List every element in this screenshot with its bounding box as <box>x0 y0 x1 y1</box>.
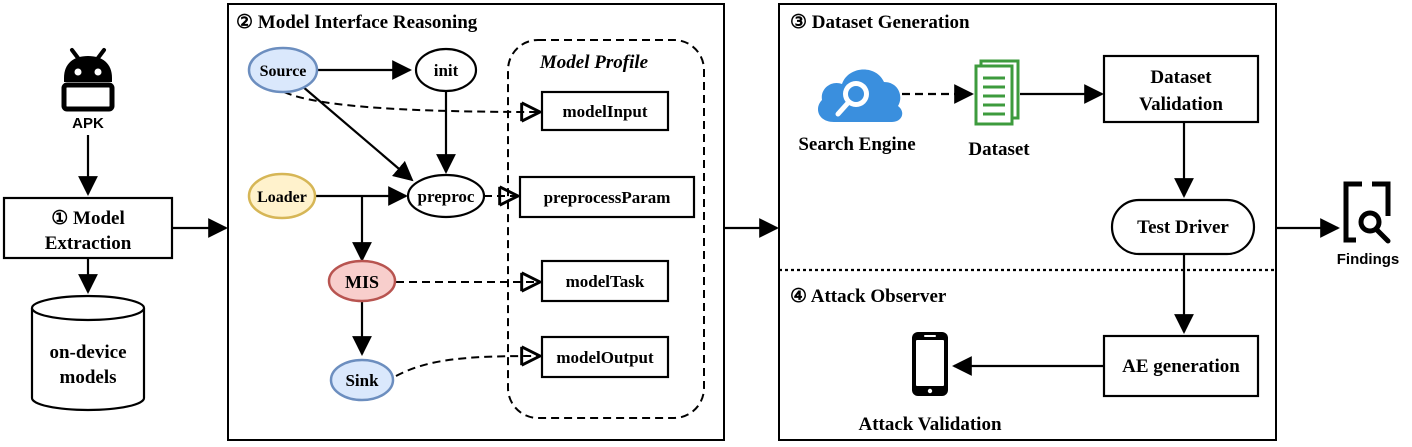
profile-model-output-box <box>540 335 670 379</box>
loader-node <box>247 172 317 220</box>
reasoning-panel <box>227 3 725 441</box>
search-engine-icon <box>818 69 903 122</box>
model-extraction-line2: Extraction <box>45 233 132 254</box>
dataset-validation-line1: Dataset <box>1150 67 1212 88</box>
sink-label: Sink <box>345 371 379 390</box>
profile-model-input: modelInput <box>562 102 647 121</box>
findings-label: Findings <box>1337 251 1400 268</box>
source-label: Source <box>260 63 307 80</box>
profile-preprocess-param-box <box>518 175 696 219</box>
generation-panel <box>778 3 1277 441</box>
reasoning-title: ② Model Interface Reasoning <box>236 12 478 33</box>
generation-title: ③ Dataset Generation <box>790 12 970 33</box>
apk-label: APK <box>72 115 104 132</box>
models-db-line1: on-device <box>49 342 126 363</box>
android-icon <box>61 48 115 112</box>
dataset-label: Dataset <box>968 139 1030 160</box>
init-label: init <box>434 61 459 80</box>
profile-preprocess-param: preprocessParam <box>544 188 671 207</box>
test-driver-label: Test Driver <box>1137 217 1229 238</box>
model-profile-container <box>507 39 705 419</box>
mis-node <box>327 259 397 303</box>
sink-node <box>329 358 395 402</box>
attack-validation-label: Attack Validation <box>858 414 1001 435</box>
mis-label: MIS <box>345 272 379 292</box>
models-database <box>30 294 146 412</box>
source-node <box>247 46 319 94</box>
profile-model-input-box <box>540 90 670 132</box>
ae-generation-label: AE generation <box>1122 356 1240 377</box>
search-engine-label: Search Engine <box>798 134 915 155</box>
model-profile-title: Model Profile <box>539 52 649 73</box>
preproc-label: preproc <box>418 187 475 206</box>
models-db-line2: models <box>60 367 117 388</box>
profile-model-output: modelOutput <box>556 348 654 367</box>
findings-icon <box>1343 181 1391 244</box>
preproc-node <box>406 173 486 219</box>
model-extraction-line1: ① Model <box>51 208 125 229</box>
smartphone-icon <box>912 332 948 396</box>
observer-title: ④ Attack Observer <box>790 286 947 307</box>
dataset-validation-line2: Validation <box>1139 94 1223 115</box>
loader-label: Loader <box>257 189 307 206</box>
profile-model-task-box <box>540 259 670 303</box>
dataset-icon <box>974 59 1020 126</box>
profile-model-task: modelTask <box>566 272 645 291</box>
dataset-validation-box <box>1102 54 1260 124</box>
init-node <box>414 47 478 93</box>
ae-generation-box <box>1102 334 1260 398</box>
